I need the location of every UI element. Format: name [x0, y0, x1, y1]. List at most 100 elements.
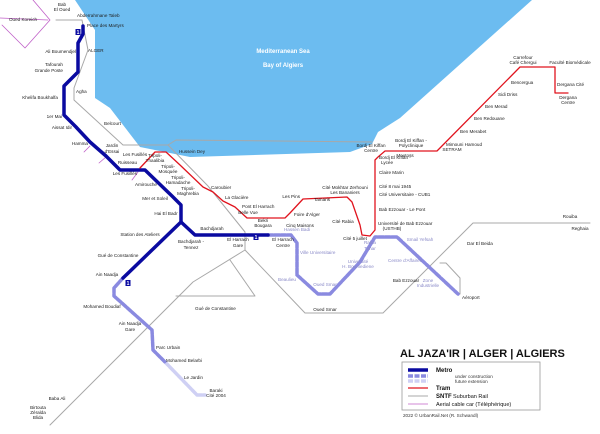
tram-station-label: Les Pins: [282, 194, 300, 199]
rail-station-label: Agha: [76, 89, 87, 94]
rail-station-label: Baba Ali: [49, 396, 66, 401]
metro-construction-station-label: Rabia: [364, 240, 376, 245]
cable-car-line: [98, 156, 107, 164]
rail-station-label: Oued Koreich: [9, 17, 38, 22]
metro-station-label: Gare: [233, 243, 244, 248]
tram-station-label: Bordj El Kiffan: [356, 143, 385, 148]
tram-line: [139, 66, 569, 237]
metro-construction-station-label: Université: [348, 259, 369, 264]
metro-station-label: Grande Poste: [35, 68, 64, 73]
tram-station-label: Bab Ezzouar - Le Pont: [379, 207, 426, 212]
metro-station-label: Abderrahmane Taleb: [77, 13, 120, 18]
metro-station-label: Ruisseau: [118, 160, 138, 165]
tram-station-label: Lycée: [381, 160, 394, 165]
water-label-label: Bay of Algiers: [263, 63, 304, 69]
metro-station-label: Jardin: [106, 143, 119, 148]
legend-metro: Metro: [436, 368, 453, 374]
rail-station-label: Hussein Dey: [179, 149, 206, 154]
tram-station-label: Maghrebia: [177, 191, 199, 196]
tram-station-label: Les Bananiers: [330, 190, 360, 195]
tram-station-label: Tripoli-: [171, 175, 185, 180]
metro-construction-station-label: Tahar: [364, 246, 376, 251]
rail-station-label: El Oued: [54, 7, 71, 12]
metro-line-1: [62, 24, 183, 280]
metro-station-label: 1er Mai: [47, 114, 62, 119]
metro-construction-station-label: Gare: [125, 327, 136, 332]
tram-station-label: Mosquée: [159, 169, 178, 174]
metro-station-label: Ain Naadja: [96, 272, 119, 277]
legend-suburban-rail: Suburban Rail: [453, 394, 488, 400]
suburban-rail-line: [175, 259, 256, 297]
metro-future-extension: [163, 360, 207, 397]
metro-under-construction: [112, 276, 167, 364]
metro-station-label: d'Essai: [105, 149, 120, 154]
metro-construction-station-label: H. Boumediene: [342, 264, 374, 269]
suburban-rail-line: [49, 19, 246, 426]
tram-station-label: Cité Universitaire - CUB1: [379, 192, 431, 197]
tram-station-label: Ben Merabet: [460, 129, 487, 134]
suburban-rail-line: [439, 262, 461, 295]
tram-station-label: Cité 5 juillet: [343, 236, 367, 241]
metro-future-station-label: Baraki: [209, 388, 222, 393]
metro-construction-station-label: Centre d'Affaires: [388, 258, 423, 263]
tram-station-label: SETRAM: [442, 147, 461, 152]
credit: 2022 © UrbanRail.Net (R. Schwandl): [403, 412, 479, 418]
tram-station-label: Centre: [561, 100, 575, 105]
metro-under-construction: [266, 233, 460, 296]
tram-station-label: Tripoli-: [148, 153, 162, 158]
tram-station-label: Ben Redouane: [474, 116, 505, 121]
cable-car-line: [131, 171, 139, 181]
metro-station-label: Tennez: [184, 245, 200, 250]
legend-future-extension: future extension: [455, 379, 488, 384]
line-1-badge: 1: [125, 280, 131, 287]
tram-station-label: Faculté Biomédicale: [549, 60, 591, 65]
cable-car-line: [1, 0, 51, 49]
tram-station-label: (USTHB): [383, 226, 402, 231]
rail-station-label: Oued Smar: [313, 307, 337, 312]
rail-station-label: Bab: [58, 2, 67, 7]
metro-construction-station-label: Beaulieu: [278, 277, 296, 282]
tram-station-label: Caroubier: [211, 185, 232, 190]
metro-station-label: Centre: [276, 243, 290, 248]
cable-car-line: [83, 145, 91, 153]
metro-station-label: Gué de Constantine: [98, 253, 139, 258]
tram-station-label: Bougara: [254, 223, 272, 228]
tram-station-label: Cité 8 mai 1945: [379, 184, 412, 189]
rail-station-label: Blida: [33, 415, 44, 420]
tram-station-label: Centre: [364, 148, 378, 153]
legend-cable-car: Aerial cable car (Téléphérique): [436, 402, 511, 408]
metro-station-label: Mer et Soleil: [142, 196, 168, 201]
tram-station-label: Ben Merad: [485, 104, 508, 109]
metro-station-label: Bachdjarah -: [178, 239, 205, 244]
metro-station-label: Amirouche: [135, 182, 157, 187]
cable-car-line: [0, 17, 49, 21]
metro-station-label: Hai El Badr: [154, 211, 178, 216]
tram-station-label: Cité Rabia: [332, 219, 354, 224]
metro-construction-station-label: Parc Urbain: [156, 345, 181, 350]
metro-construction-station-label: Zone: [423, 278, 434, 283]
rail-station-label: ALGER: [88, 48, 104, 53]
tram-station-label: Mimouni Hamoud: [446, 142, 482, 147]
metro-construction-station-label: Mohamed Boudiaf: [83, 304, 121, 309]
rail-station-label: Rouiba: [563, 214, 578, 219]
rail-station-label: Belcourt: [104, 121, 122, 126]
water-label-label: Mediterranean Sea: [256, 49, 310, 55]
metro-station-label: Tafourah: [45, 62, 63, 67]
metro-station-label: Bachdjarah: [200, 226, 224, 231]
tram-station-label: La Glacière: [225, 195, 249, 200]
tram-station-label: Belle Vue: [238, 210, 258, 215]
rail-station-label: Zéralda: [30, 410, 46, 415]
metro-station-label: Aissat Idir: [52, 125, 73, 130]
tram-station-label: Pont El Harrach: [242, 204, 275, 209]
metro-construction-station-label: Mohamed Belarbi: [166, 358, 202, 363]
tram-station-label: Foire d'Alger: [294, 212, 320, 217]
tram-station-label: Carrefour: [513, 55, 533, 60]
map-title: AL JAZA'IR | ALGER | ALGIERS: [400, 348, 565, 360]
metro-station-label: Station des Ateliers: [120, 232, 160, 237]
tram-station-label: Tamaris: [314, 197, 331, 202]
tram-station-label: Bekri: [258, 218, 268, 223]
rail-station-label: Gué de Constantine: [195, 306, 236, 311]
rail-station-label: Aéroport: [462, 295, 480, 300]
suburban-rail-line: [167, 139, 373, 146]
